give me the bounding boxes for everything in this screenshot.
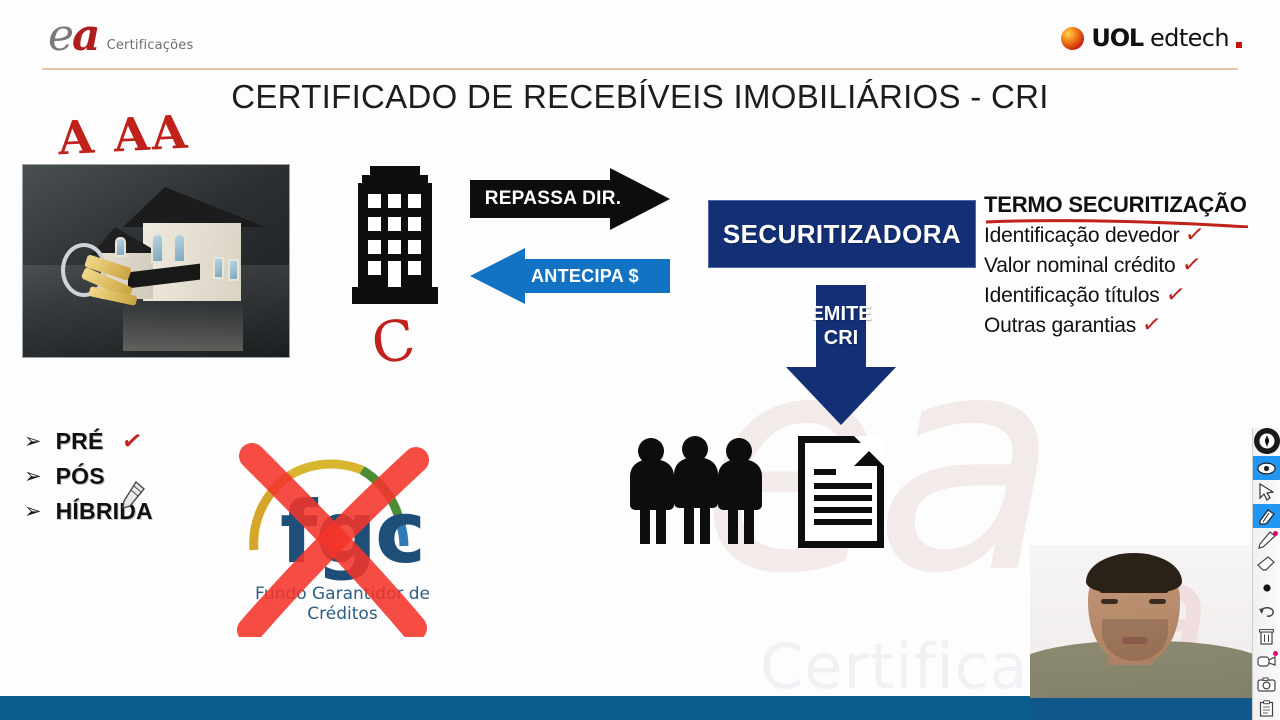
arrow-bullet-icon: ➢	[24, 428, 42, 453]
fgc-logo-crossed-out: fgc Fundo Garantidor de Créditos	[232, 442, 432, 637]
termo-item: Outras garantias ✓	[984, 310, 1274, 340]
three-people-icon	[630, 436, 770, 546]
termo-title: TERMO SECURITIZAÇÃO	[984, 192, 1274, 228]
rate-type-label: PÓS	[55, 462, 105, 489]
arrow-emite-cri	[786, 285, 896, 425]
list-item: ➢ PÓS	[24, 463, 171, 489]
termo-item: Valor nominal crédito ✓	[984, 250, 1274, 280]
camera-icon[interactable]	[1253, 672, 1280, 696]
brand-logo-uol-edtech: UOL edtech	[1061, 24, 1242, 52]
termo-item-label: Identificação devedor	[984, 224, 1180, 247]
check-icon: ✓	[1140, 310, 1163, 340]
arrow-left-shape	[470, 248, 670, 304]
arrow-emite-cri-label: EMITE CRI	[786, 302, 896, 351]
handwritten-c-annotation: C	[367, 307, 420, 378]
emite-line-1: EMITE	[810, 303, 872, 325]
document-icon	[798, 436, 884, 548]
arrow-right-shape	[470, 168, 670, 230]
termo-item-label: Valor nominal crédito	[984, 254, 1176, 277]
rate-type-label: PRÉ	[55, 427, 104, 454]
ea-logo-subtitle: Certificações	[106, 38, 194, 53]
arrow-bullet-icon: ➢	[24, 463, 42, 488]
page-title: CERTIFICADO DE RECEBÍVEIS IMOBILIÁRIOS -…	[231, 78, 1049, 115]
check-icon: ✓	[1179, 250, 1203, 280]
check-icon: ✓	[119, 425, 144, 457]
undo-icon[interactable]	[1253, 600, 1280, 624]
rate-type-label: HÍBRIDA	[55, 497, 153, 524]
uol-ball-icon	[1061, 26, 1085, 50]
highlighter-icon[interactable]	[1252, 504, 1280, 528]
uol-trademark-dot	[1236, 42, 1242, 48]
termo-item-label: Identificação títulos	[984, 284, 1160, 307]
arrow-antecipa-label: ANTECIPA $	[530, 265, 639, 286]
cursor-arrow-icon[interactable]	[1253, 480, 1280, 504]
uol-product-text: edtech	[1150, 24, 1230, 52]
ea-logo-glyphs: ea	[48, 10, 101, 61]
house-with-keys-photo	[22, 164, 290, 358]
eye-icon[interactable]	[1252, 456, 1280, 480]
list-item: ➢ HÍBRIDA	[24, 498, 171, 524]
brand-logo-ea: ea Certificações	[48, 14, 193, 58]
arrow-down-shape	[786, 285, 896, 425]
arrow-repassa-label: REPASSA DIR.	[484, 188, 622, 209]
dot-icon[interactable]	[1253, 576, 1280, 600]
termo-item-label: Outras garantias	[984, 314, 1137, 337]
termo-title-text: TERMO SECURITIZAÇÃO	[984, 192, 1247, 217]
securitizadora-label: SECURITIZADORA	[722, 218, 962, 249]
eraser-icon[interactable]	[1253, 552, 1280, 576]
record-icon[interactable]	[1253, 648, 1280, 672]
header-divider	[42, 68, 1238, 70]
pencil-icon[interactable]	[1253, 528, 1280, 552]
rate-types-list: ➢ PRÉ ✓ ➢ PÓS ➢ HÍBRIDA	[24, 425, 171, 533]
trash-icon[interactable]	[1253, 624, 1280, 648]
clipboard-icon[interactable]	[1253, 696, 1280, 720]
uol-brand-text: UOL	[1091, 24, 1144, 52]
termo-item: Identificação devedor ✓	[984, 220, 1274, 250]
arrow-repassa-direitos: REPASSA DIR.	[470, 168, 670, 230]
list-item: ➢ PRÉ ✓	[24, 425, 171, 457]
annotation-toolbar[interactable]	[1252, 428, 1280, 720]
check-icon: ✓	[1163, 280, 1187, 310]
presenter-webcam[interactable]: a	[1030, 545, 1252, 720]
emite-line-2: CRI	[823, 327, 859, 350]
handwritten-underline	[985, 219, 1249, 228]
securitizadora-box: SECURITIZADORA	[708, 200, 976, 268]
arrow-bullet-icon: ➢	[24, 498, 42, 523]
check-icon: ✓	[1183, 220, 1207, 250]
red-cross-out-mark	[237, 443, 429, 637]
office-building-icon	[352, 166, 438, 304]
pen-tool-icon[interactable]	[1253, 428, 1280, 454]
termo-securitizacao-block: TERMO SECURITIZAÇÃO Identificação devedo…	[984, 192, 1274, 340]
termo-item: Identificação títulos ✓	[984, 280, 1274, 310]
arrow-antecipa-dinheiro: ANTECIPA $	[470, 248, 670, 304]
